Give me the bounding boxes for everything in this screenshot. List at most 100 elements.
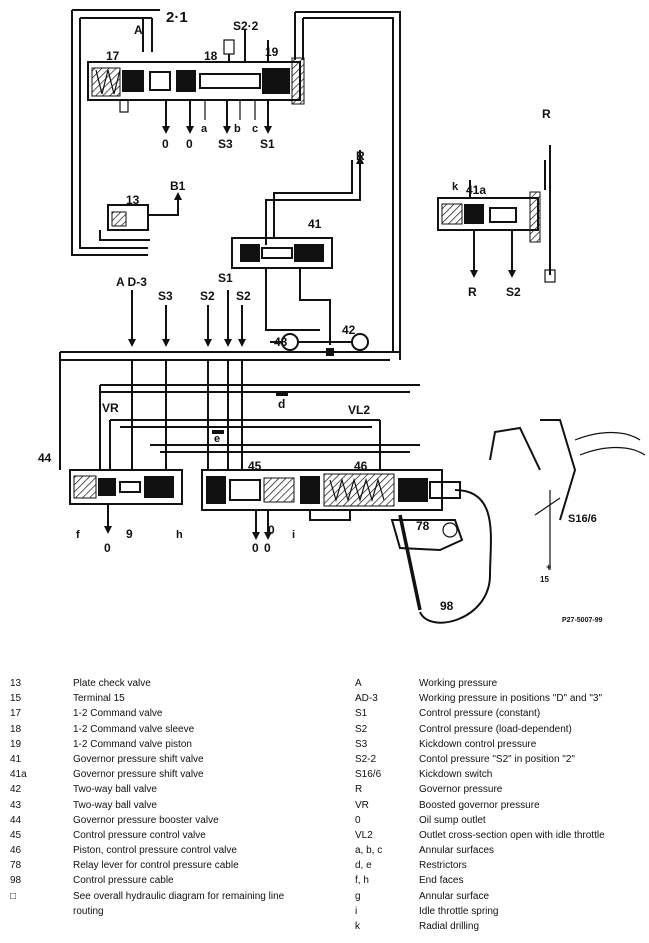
callout: 45 (248, 459, 262, 473)
callout: 0 (104, 541, 111, 555)
legend-key: g (355, 890, 361, 902)
legend-row: g Annular surface (355, 889, 645, 904)
legend-description: Annular surfaces (419, 845, 495, 857)
hydraulic-diagram: 2·1 17 18 19 A S2·2 0 0 a S3 b c S1 13 B… (38, 9, 646, 624)
callout-labels: 2·1 17 18 19 A S2·2 0 0 a S3 b c S1 13 B… (38, 9, 603, 624)
legend-key: 98 (10, 875, 22, 887)
legend-row: AD-3 Working pressure in positions "D" an… (355, 691, 645, 706)
callout: 41a (466, 183, 486, 197)
legend-key: 0 (355, 814, 361, 826)
legend-key: 18 (10, 723, 22, 735)
legend-key: 42 (10, 784, 22, 796)
callout: A (134, 23, 143, 37)
legend-key: 44 (10, 814, 22, 826)
legend-row: 44 Governor pressure booster valve (10, 813, 330, 828)
callout: S2 (200, 289, 215, 303)
legend-row: i Idle throttle spring (355, 904, 645, 919)
legend-key: AD-3 (355, 693, 378, 705)
command-valve-group (71, 9, 401, 360)
legend-description: Two-way ball valve (73, 784, 157, 796)
legend-key: d, e (355, 860, 372, 872)
legend-key: S2-2 (355, 753, 377, 765)
callout: h (176, 529, 183, 541)
callout: a (201, 123, 208, 135)
callout: S1 (260, 137, 275, 151)
callout: 0 (264, 541, 271, 555)
callout: 9 (126, 527, 133, 541)
legend-description: Outlet cross-section open with idle thro… (419, 829, 605, 841)
spring-chamber-17 (91, 67, 121, 97)
callout: R (468, 285, 477, 299)
callout: 18 (204, 49, 218, 63)
legend-key: □ (10, 890, 17, 902)
legend-key: 78 (10, 860, 22, 872)
callout: S2·2 (233, 19, 259, 33)
callout: 98 (440, 599, 454, 613)
callout: 46 (354, 459, 368, 473)
callout: d (278, 397, 285, 411)
callout: e (214, 433, 220, 445)
legend-key: k (355, 921, 360, 932)
legend-key: 43 (10, 799, 22, 811)
legend-row: 43 Two-way ball valve (10, 798, 330, 813)
legend-description: Governor pressure booster valve (73, 814, 219, 826)
legend-key: S2 (355, 723, 368, 735)
legend-row: 78 Relay lever for control pressure cable (10, 858, 330, 873)
legend-key: S16/6 (355, 769, 382, 781)
throttle-linkage (390, 419, 646, 624)
legend-key: 19 (10, 738, 22, 750)
legend-description: Idle throttle spring (419, 905, 499, 917)
callout: f (76, 529, 80, 541)
legend-description: Relay lever for control pressure cable (73, 860, 239, 872)
legend-description: Annular surface (419, 890, 490, 902)
callout: S2 (506, 285, 521, 299)
figure-code: P27-5007-99 (562, 617, 603, 624)
governor-shift-valve-41 (231, 150, 364, 345)
legend-description: See overall hydraulic diagram for remain… (73, 890, 285, 902)
legend-key: A (355, 678, 362, 689)
legend-key: 41 (10, 753, 22, 765)
legend-key: 41a (10, 769, 27, 781)
legend-description: 1-2 Command valve (73, 708, 163, 720)
callout: S1 (218, 271, 233, 285)
legend-key: 17 (10, 708, 22, 720)
figure-number: 2·1 (166, 9, 188, 26)
legend-description: Two-way ball valve (73, 799, 157, 811)
callout: VL2 (348, 403, 370, 417)
callout: 41 (308, 217, 322, 231)
legend-row: 42 Two-way ball valve (10, 782, 330, 797)
legend-description: 1-2 Command valve piston (73, 738, 192, 750)
legend-key: VL2 (355, 829, 373, 841)
legend-description: Governor pressure shift valve (73, 753, 204, 765)
callout: 19 (265, 45, 279, 59)
legend-description: Piston, control pressure control valve (73, 845, 237, 857)
callout: k (452, 181, 459, 193)
legend-key: 46 (10, 845, 22, 857)
legend-description: Working pressure in positions "D" and "3… (419, 693, 602, 705)
governor-shift-valve-41a (437, 145, 556, 283)
legend-row: routing (10, 904, 330, 919)
legend-key: i (355, 905, 358, 917)
callout: S3 (158, 289, 173, 303)
callout: 78 (416, 519, 430, 533)
legend-description: Control pressure control valve (73, 829, 206, 841)
callout: A D-3 (116, 275, 147, 289)
legend-description: Restrictors (419, 860, 467, 872)
callout: 42 (342, 323, 356, 337)
callout: 13 (126, 193, 140, 207)
callout: R (542, 107, 551, 121)
legend-key: S3 (355, 738, 368, 750)
callout: 17 (106, 49, 120, 63)
legend-description: Boosted governor pressure (419, 799, 540, 811)
